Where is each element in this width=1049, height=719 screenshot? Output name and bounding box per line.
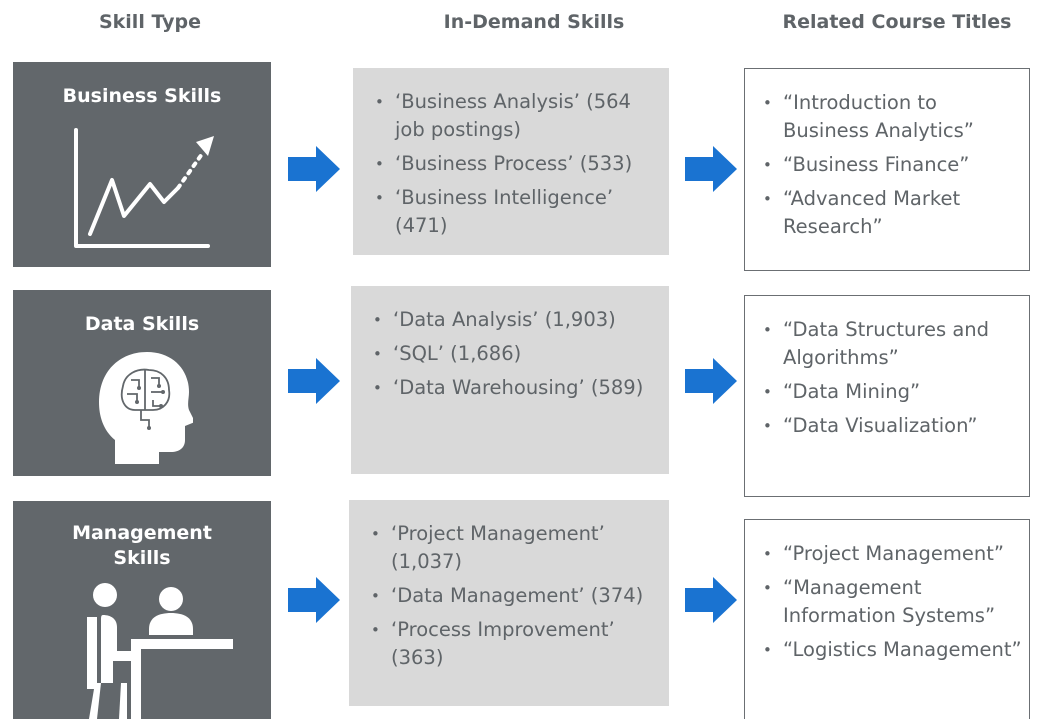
list-item: “Data Mining” [761, 378, 1023, 406]
meeting-people-icon [87, 583, 233, 719]
list-item: “Business Finance” [761, 151, 1023, 179]
header-skill-type: Skill Type [98, 11, 202, 33]
arrow-right-icon [288, 577, 340, 623]
list-item: “Advanced Market Research” [761, 185, 1023, 241]
chart-growth-icon [74, 128, 214, 248]
arrow-right-icon [288, 358, 340, 404]
list-item: ‘Business Intelligence’ (471) [373, 184, 663, 240]
head-circuit-brain-icon [99, 352, 193, 464]
list-item: ‘Project Management’ (1,037) [369, 520, 665, 576]
management-skills-title: Management Skills [72, 522, 212, 569]
list-item: ‘Process Improvement’ (363) [369, 616, 665, 672]
management-course-titles-box: “Project Management” “Management Informa… [744, 519, 1030, 719]
data-skills-title: Data Skills [84, 313, 200, 335]
arrow-right-icon [685, 577, 737, 623]
management-skills-box: Management Skills [13, 501, 271, 719]
data-courses-list: “Data Structures and Algorithms” “Data M… [761, 316, 1023, 446]
arrow-right-icon [685, 146, 737, 192]
business-courses-list: “Introduction to Business Analytics” “Bu… [761, 89, 1023, 247]
data-course-titles-box: “Data Structures and Algorithms” “Data M… [744, 295, 1030, 497]
list-item: ‘Business Process’ (533) [373, 150, 663, 178]
arrow-right-icon [685, 358, 737, 404]
business-skills-box: Business Skills [13, 62, 271, 267]
business-course-titles-box: “Introduction to Business Analytics” “Bu… [744, 68, 1030, 271]
header-in-demand-skills: In-Demand Skills [443, 11, 625, 33]
business-skills-list: ‘Business Analysis’ (564 job postings) ‘… [373, 88, 663, 246]
list-item: “Data Structures and Algorithms” [761, 316, 1023, 372]
data-in-demand-skills-box: ‘Data Analysis’ (1,903) ‘SQL’ (1,686) ‘D… [351, 286, 669, 474]
list-item: ‘Business Analysis’ (564 job postings) [373, 88, 663, 144]
business-skills-title: Business Skills [62, 85, 222, 107]
management-skills-list: ‘Project Management’ (1,037) ‘Data Manag… [369, 520, 665, 678]
list-item: ‘Data Warehousing’ (589) [371, 374, 663, 402]
data-skills-list: ‘Data Analysis’ (1,903) ‘SQL’ (1,686) ‘D… [371, 306, 663, 408]
arrow-right-icon [288, 146, 340, 192]
business-in-demand-skills-box: ‘Business Analysis’ (564 job postings) ‘… [353, 68, 669, 255]
list-item: “Project Management” [761, 540, 1023, 568]
list-item: ‘Data Management’ (374) [369, 582, 665, 610]
list-item: “Data Visualization” [761, 412, 1023, 440]
list-item: ‘Data Analysis’ (1,903) [371, 306, 663, 334]
management-courses-list: “Project Management” “Management Informa… [761, 540, 1023, 670]
header-related-course-titles: Related Course Titles [782, 11, 1012, 33]
list-item: “Logistics Management” [761, 636, 1023, 664]
list-item: “Introduction to Business Analytics” [761, 89, 1023, 145]
list-item: “Management Information Systems” [761, 574, 1023, 630]
list-item: ‘SQL’ (1,686) [371, 340, 663, 368]
management-in-demand-skills-box: ‘Project Management’ (1,037) ‘Data Manag… [349, 500, 669, 706]
data-skills-box: Data Skills [13, 290, 271, 476]
